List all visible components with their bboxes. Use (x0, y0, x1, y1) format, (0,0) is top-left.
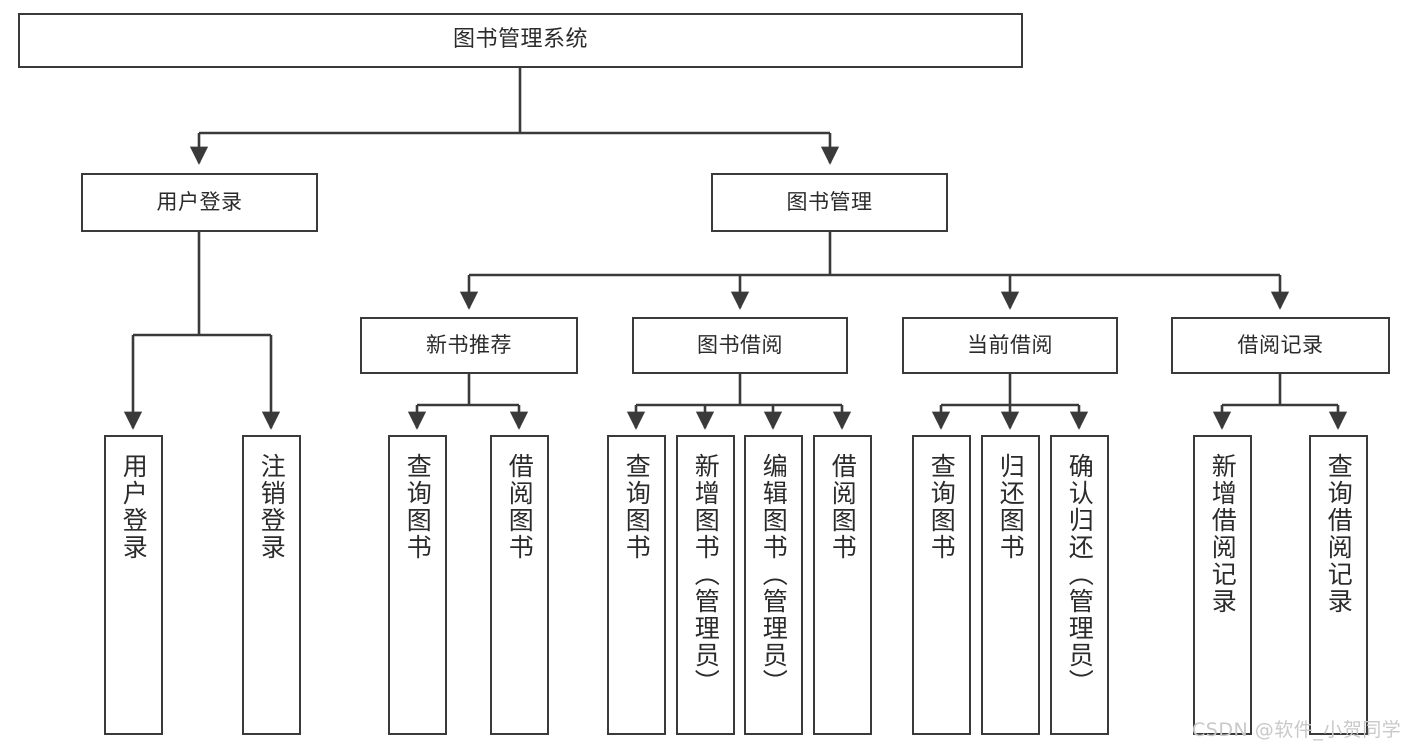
node-label: 借阅图书 (505, 453, 535, 561)
node-new-book-recommend[interactable]: 新书推荐 (360, 317, 578, 374)
node-book-management[interactable]: 图书管理 (711, 173, 948, 232)
csdn-watermark: CSDN @软件_小贺同学 (1192, 719, 1402, 741)
leaf-user-login[interactable]: 用户登录 (104, 435, 163, 735)
node-current-borrow[interactable]: 当前借阅 (902, 317, 1118, 374)
leaf-logout[interactable]: 注销登录 (242, 435, 301, 735)
leaf-add-book-admin[interactable]: 新增图书（管理员） (676, 435, 735, 735)
node-book-borrow[interactable]: 图书借阅 (632, 317, 848, 374)
node-label: 图书管理系统 (452, 27, 588, 53)
node-label: 归还图书 (996, 453, 1026, 561)
leaf-edit-book-admin[interactable]: 编辑图书（管理员） (744, 435, 803, 735)
node-label: 借阅图书 (828, 453, 858, 561)
node-label: 查询图书 (927, 453, 957, 561)
leaf-return-book[interactable]: 归还图书 (981, 435, 1040, 735)
node-root-system[interactable]: 图书管理系统 (18, 13, 1023, 68)
leaf-query-book-borrow[interactable]: 查询图书 (607, 435, 666, 735)
node-label: 借阅记录 (1237, 332, 1324, 357)
node-label: 查询图书 (403, 453, 433, 561)
leaf-add-borrow-record[interactable]: 新增借阅记录 (1193, 435, 1252, 735)
node-user-login[interactable]: 用户登录 (81, 173, 318, 232)
node-label: 编辑图书（管理员） (759, 453, 789, 696)
node-label: 新增借阅记录 (1208, 453, 1238, 615)
node-label: 用户登录 (156, 189, 243, 214)
leaf-borrow-book-recommend[interactable]: 借阅图书 (490, 435, 549, 735)
node-label: 注销登录 (257, 453, 287, 561)
node-borrow-record[interactable]: 借阅记录 (1171, 317, 1390, 374)
node-label: 图书管理 (786, 189, 873, 214)
node-label: 图书借阅 (697, 332, 783, 357)
node-label: 确认归还（管理员） (1065, 453, 1095, 696)
leaf-query-book-recommend[interactable]: 查询图书 (388, 435, 447, 735)
leaf-confirm-return-admin[interactable]: 确认归还（管理员） (1050, 435, 1109, 735)
node-label: 查询图书 (622, 453, 652, 561)
leaf-borrow-book[interactable]: 借阅图书 (813, 435, 872, 735)
leaf-query-borrow-record[interactable]: 查询借阅记录 (1309, 435, 1368, 735)
leaf-query-book-current[interactable]: 查询图书 (912, 435, 971, 735)
node-label: 当前借阅 (967, 332, 1053, 357)
node-label: 新增图书（管理员） (691, 453, 721, 696)
node-label: 查询借阅记录 (1324, 453, 1354, 615)
node-label: 新书推荐 (426, 332, 512, 357)
node-label: 用户登录 (119, 453, 149, 561)
